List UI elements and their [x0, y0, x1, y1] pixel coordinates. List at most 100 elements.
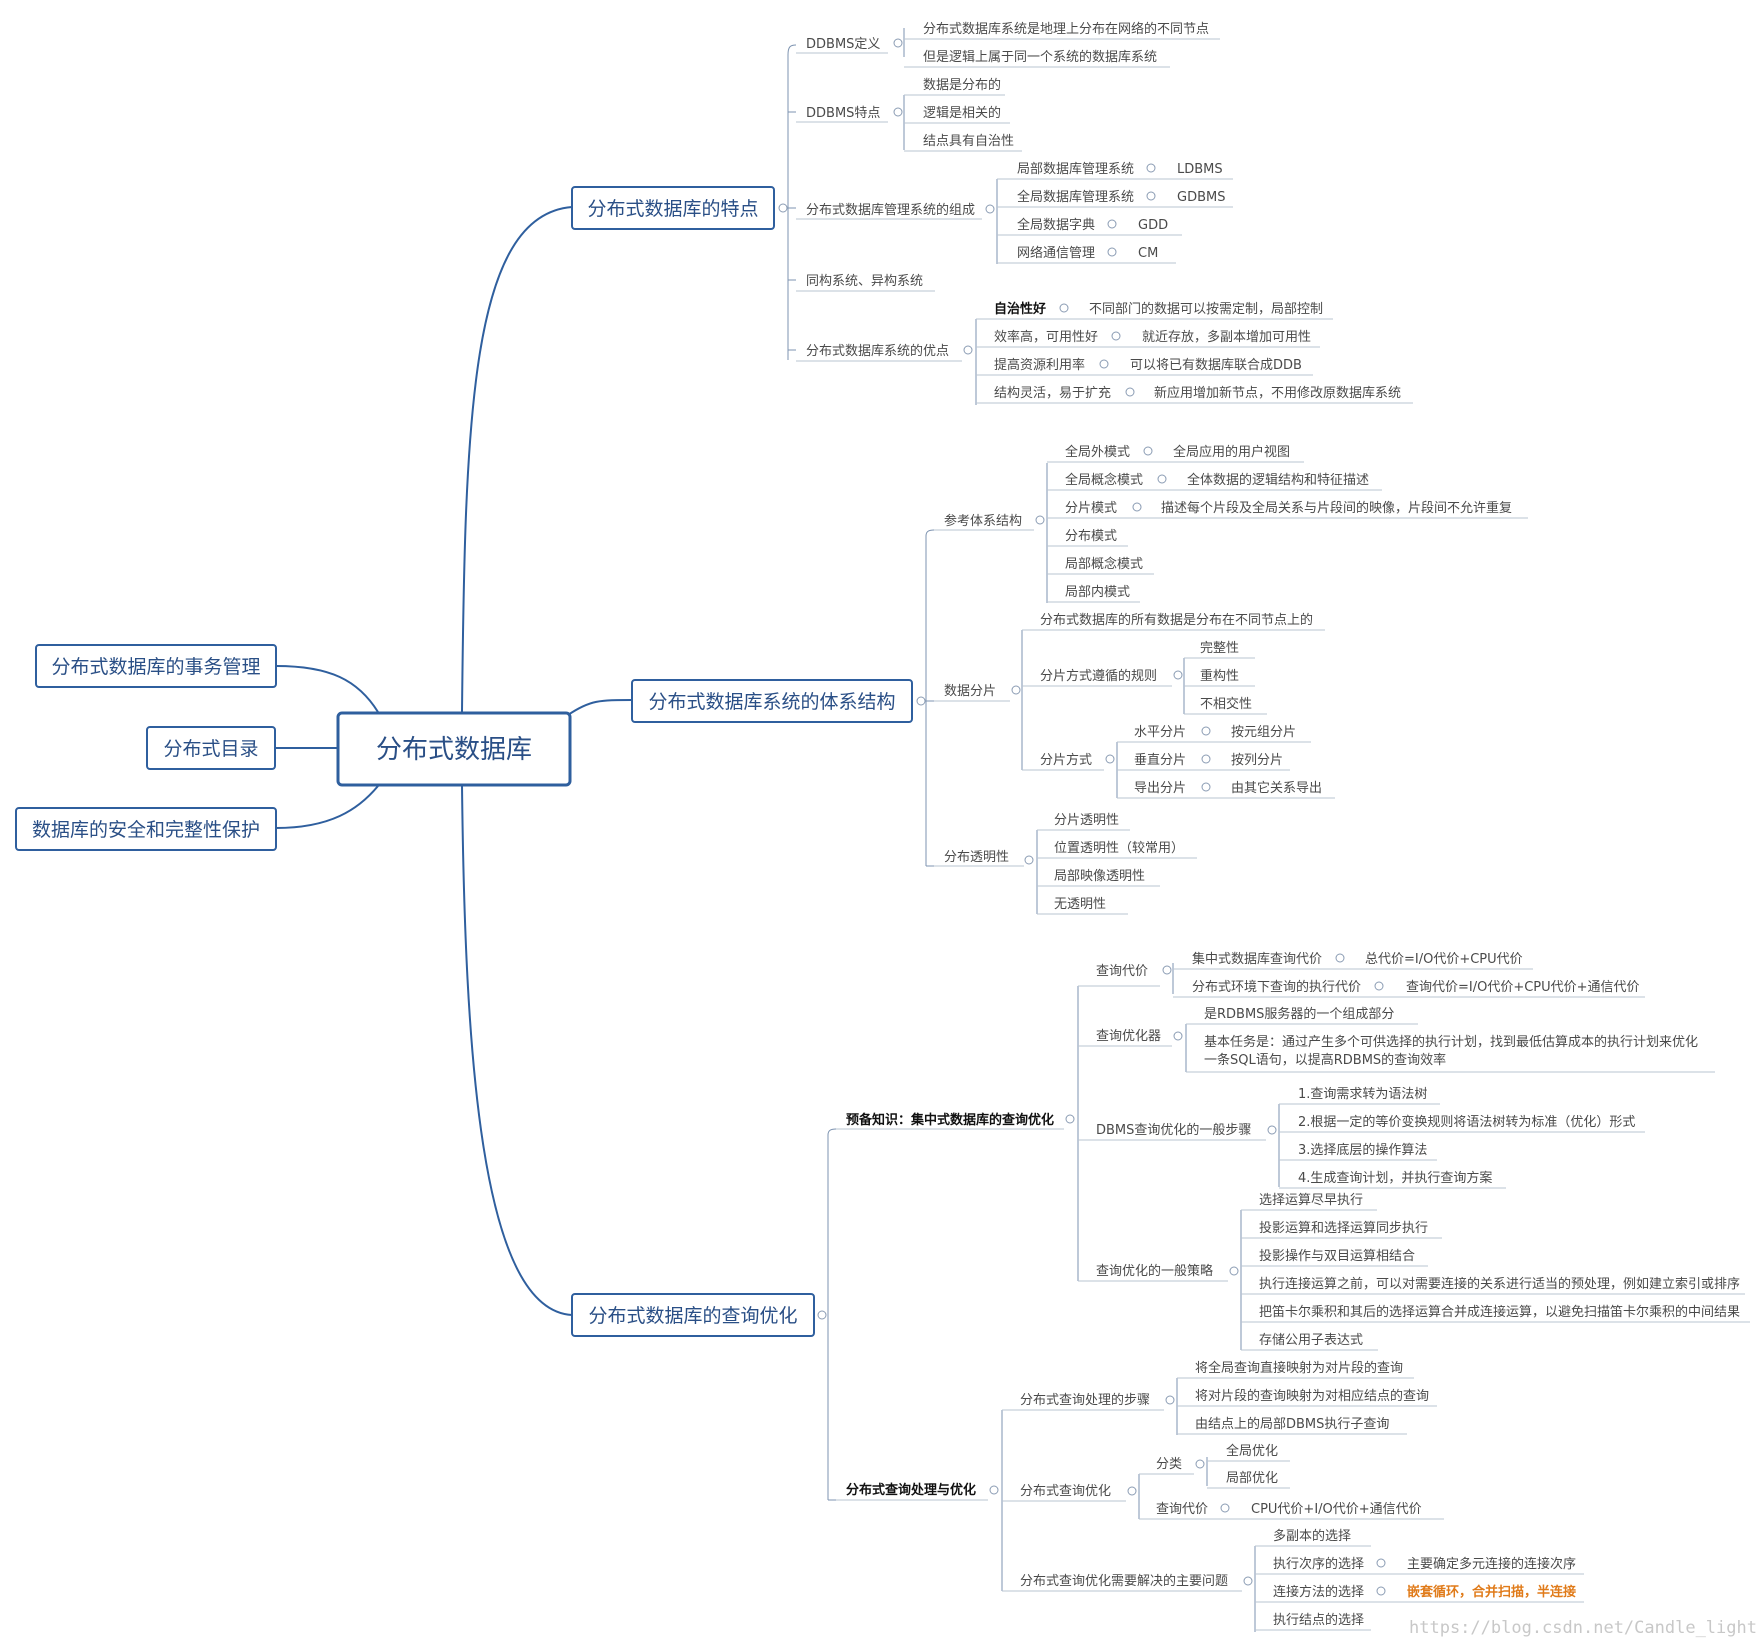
comp-item: 全局数据字典 — [1017, 217, 1095, 233]
homo-node[interactable]: 同构系统、异构系统 — [796, 274, 935, 292]
dist-cls-item: 全局优化 — [1226, 1443, 1278, 1459]
collapse-icon[interactable] — [1099, 359, 1109, 369]
ref-node[interactable]: 参考体系结构 — [934, 513, 1034, 531]
collapse-icon[interactable] — [1146, 191, 1156, 201]
adv-note: 就近存放，多副本增加可用性 — [1142, 329, 1311, 345]
collapse-icon[interactable] — [1267, 1125, 1277, 1135]
branch-features: 分布式数据库的特点 DDBMS定义 分布式数据库系统是地理上分布在网络的不同节点… — [571, 21, 1413, 405]
frag-rules-node[interactable]: 分片方式遵循的规则 — [1022, 668, 1172, 687]
pre-strat-item: 存储公用子表达式 — [1259, 1333, 1363, 1348]
comp-item: 全局数据库管理系统 — [1017, 189, 1134, 205]
collapse-icon[interactable] — [1173, 1031, 1183, 1041]
root-node[interactable]: 分布式数据库 — [336, 711, 572, 787]
comp-note: CM — [1138, 246, 1158, 261]
dist-issue: 连接方法的选择 — [1273, 1584, 1364, 1600]
adv-note: 不同部门的数据可以按需定制，局部控制 — [1089, 301, 1323, 317]
collapse-icon[interactable] — [1243, 1576, 1253, 1586]
dist-issue: 执行次序的选择 — [1273, 1556, 1364, 1572]
adv-node[interactable]: 分布式数据库系统的优点 — [796, 343, 962, 362]
pre-opt-item: 是RDBMS服务器的一个组成部分 — [1204, 1006, 1394, 1022]
collapse-icon[interactable] — [893, 107, 903, 117]
collapse-icon[interactable] — [1376, 1586, 1386, 1596]
watermark-text: https://blog.csdn.net/Candle_light — [1409, 1618, 1757, 1638]
collapse-icon[interactable] — [1195, 1459, 1205, 1469]
left-node-transaction[interactable]: 分布式数据库的事务管理 — [35, 644, 277, 688]
dist-node[interactable]: 分布式查询处理与优化 — [836, 1482, 988, 1501]
collapse-icon[interactable] — [989, 1485, 999, 1495]
collapse-icon[interactable] — [1162, 965, 1172, 975]
pre-cost-item: 分布式环境下查询的执行代价 — [1192, 979, 1361, 995]
def-node[interactable]: DDBMS定义 — [796, 37, 888, 54]
frag-rule: 不相交性 — [1200, 696, 1252, 712]
pre-label: 预备知识：集中式数据库的查询优化 — [846, 1112, 1054, 1128]
collapse-icon[interactable] — [1376, 1558, 1386, 1568]
collapse-icon[interactable] — [1173, 670, 1183, 680]
adv-note: 可以将已有数据库联合成DDB — [1130, 357, 1302, 373]
branch-architecture-node[interactable]: 分布式数据库系统的体系结构 — [631, 679, 913, 723]
branch-architecture-label: 分布式数据库系统的体系结构 — [648, 691, 895, 713]
dist-steps-node[interactable]: 分布式查询处理的步骤 — [1002, 1392, 1164, 1411]
collapse-icon[interactable] — [1374, 981, 1384, 991]
collapse-icon[interactable] — [1201, 726, 1211, 736]
collapse-icon[interactable] — [1105, 754, 1115, 764]
pre-step: 2.根据一定的等价变换规则将语法树转为标准（优化）形式 — [1298, 1114, 1635, 1130]
collapse-icon[interactable] — [893, 38, 903, 48]
feat-node[interactable]: DDBMS特点 — [796, 106, 888, 123]
trans-item: 位置透明性（较常用） — [1054, 841, 1184, 856]
pre-strat-node[interactable]: 查询优化的一般策略 — [1078, 1263, 1228, 1282]
pre-steps-node[interactable]: DBMS查询优化的一般步骤 — [1078, 1122, 1266, 1141]
left-node-catalog[interactable]: 分布式目录 — [146, 726, 276, 770]
feat-item: 数据是分布的 — [923, 77, 1001, 93]
pre-cost-node[interactable]: 查询代价 — [1078, 964, 1160, 987]
pre-opt-node[interactable]: 查询优化器 — [1078, 1029, 1172, 1047]
comp-node[interactable]: 分布式数据库管理系统的组成 — [796, 202, 982, 220]
collapse-icon[interactable] — [985, 204, 995, 214]
branch-features-node[interactable]: 分布式数据库的特点 — [571, 186, 775, 230]
trans-item: 局部映像透明性 — [1054, 869, 1145, 884]
collapse-icon[interactable] — [1107, 247, 1117, 257]
dist-issues-label: 分布式查询优化需要解决的主要问题 — [1020, 1573, 1228, 1589]
collapse-icon[interactable] — [1201, 782, 1211, 792]
collapse-icon[interactable] — [1024, 855, 1034, 865]
left-label-catalog: 分布式目录 — [163, 738, 258, 760]
frag-node[interactable]: 数据分片 — [934, 684, 1010, 702]
pre-node[interactable]: 预备知识：集中式数据库的查询优化 — [836, 1112, 1064, 1130]
collapse-icon[interactable] — [1127, 1486, 1137, 1496]
collapse-icon[interactable] — [1335, 953, 1345, 963]
collapse-icon[interactable] — [1146, 163, 1156, 173]
left-node-security[interactable]: 数据库的安全和完整性保护 — [15, 807, 277, 851]
collapse-icon[interactable] — [1035, 515, 1045, 525]
dist-issues-node[interactable]: 分布式查询优化需要解决的主要问题 — [1002, 1573, 1242, 1592]
collapse-icon[interactable] — [1201, 754, 1211, 764]
collapse-icon[interactable] — [1157, 474, 1167, 484]
collapse-icon[interactable] — [1132, 502, 1142, 512]
trans-item: 无透明性 — [1054, 897, 1106, 912]
comp-label: 分布式数据库管理系统的组成 — [806, 202, 975, 218]
collapse-icon[interactable] — [1011, 685, 1021, 695]
trans-label: 分布透明性 — [944, 850, 1009, 865]
collapse-icon[interactable] — [963, 345, 973, 355]
collapse-icon[interactable] — [1125, 387, 1135, 397]
adv-item: 自治性好 — [994, 301, 1046, 317]
ref-item: 全局概念模式 — [1065, 472, 1143, 488]
collapse-icon[interactable] — [778, 203, 788, 213]
branch-query-node[interactable]: 分布式数据库的查询优化 — [571, 1293, 815, 1337]
frag-way-note: 按元组分片 — [1231, 725, 1296, 740]
left-label-security: 数据库的安全和完整性保护 — [32, 819, 260, 841]
collapse-icon[interactable] — [1143, 446, 1153, 456]
collapse-icon[interactable] — [916, 696, 926, 706]
dist-opt-node[interactable]: 分布式查询优化 — [1002, 1484, 1126, 1502]
collapse-icon[interactable] — [1107, 219, 1117, 229]
collapse-icon[interactable] — [817, 1310, 827, 1320]
def-item: 分布式数据库系统是地理上分布在网络的不同节点 — [923, 21, 1209, 37]
collapse-icon[interactable] — [1165, 1395, 1175, 1405]
trans-node[interactable]: 分布透明性 — [934, 850, 1024, 867]
collapse-icon[interactable] — [1111, 331, 1121, 341]
collapse-icon[interactable] — [1065, 1114, 1075, 1124]
frag-ways-node[interactable]: 分片方式 — [1022, 752, 1104, 771]
collapse-icon[interactable] — [1059, 303, 1069, 313]
collapse-icon[interactable] — [1229, 1266, 1239, 1276]
pre-cost-note: 查询代价=I/O代价+CPU代价+通信代价 — [1406, 980, 1640, 995]
collapse-icon[interactable] — [1220, 1503, 1230, 1513]
